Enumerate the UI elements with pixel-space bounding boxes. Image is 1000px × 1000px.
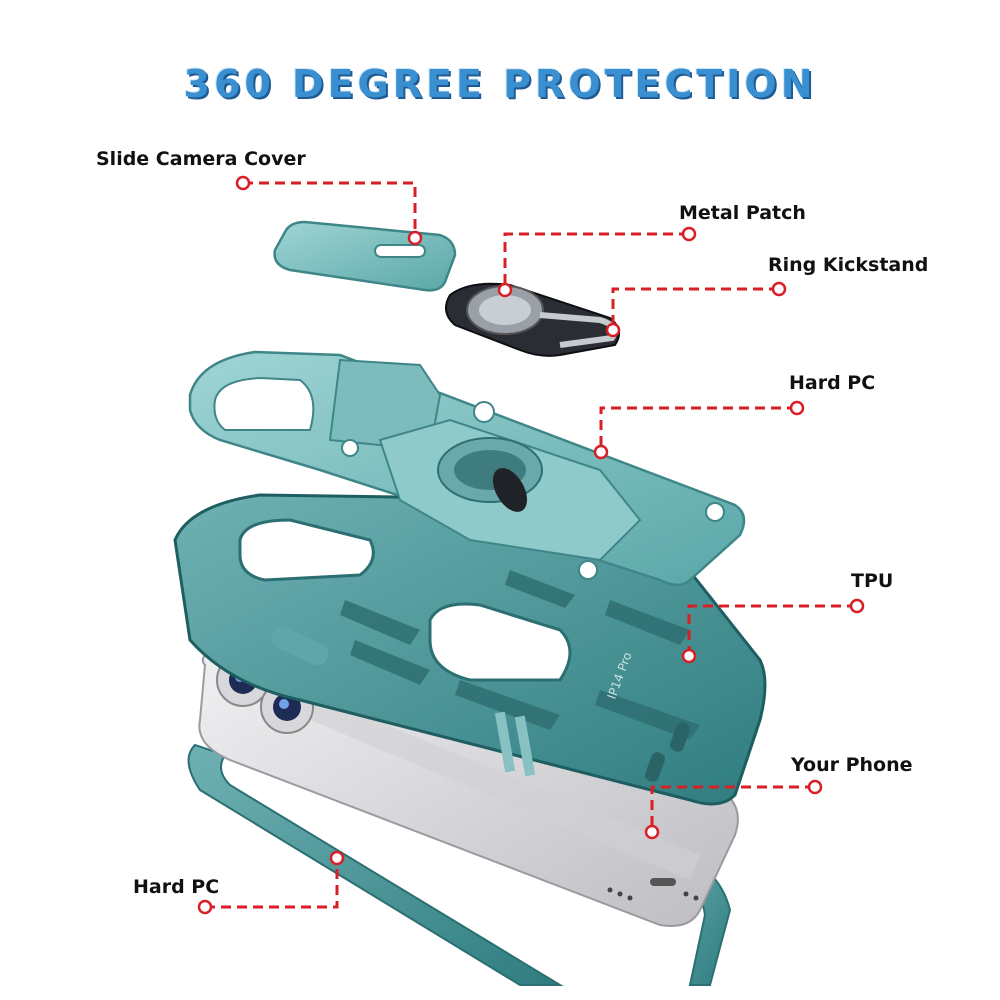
leader-lines [205,181,857,909]
leader-your-phone [650,785,815,832]
leader-tpu [687,604,857,656]
headline: 360 DEGREE PROTECTION [183,62,817,106]
leader-hard-pc-top [599,406,797,452]
leader-slide-camera-cover [243,181,417,238]
label-your-phone: Your Phone [791,754,913,776]
label-ring-kickstand: Ring Kickstand [768,254,929,276]
label-slide-camera-cover: Slide Camera Cover [96,148,306,170]
label-hard-pc-top: Hard PC [789,372,876,394]
phone-speaker-grille [607,878,699,901]
leader-endpoints [197,175,865,915]
ring-kickstand [445,282,620,357]
tpu-case: IP14 Pro [173,493,767,806]
slide-camera-cover [273,220,457,292]
leader-metal-patch [503,232,689,290]
label-hard-pc-bottom: Hard PC [133,876,220,898]
label-tpu: TPU [851,570,894,592]
hard-pc-top-frame [188,350,746,587]
leader-hard-pc-bottom [205,858,339,909]
kickstand-mount [437,437,543,512]
label-metal-patch: Metal Patch [679,202,806,224]
leader-ring-kickstand [611,287,779,330]
